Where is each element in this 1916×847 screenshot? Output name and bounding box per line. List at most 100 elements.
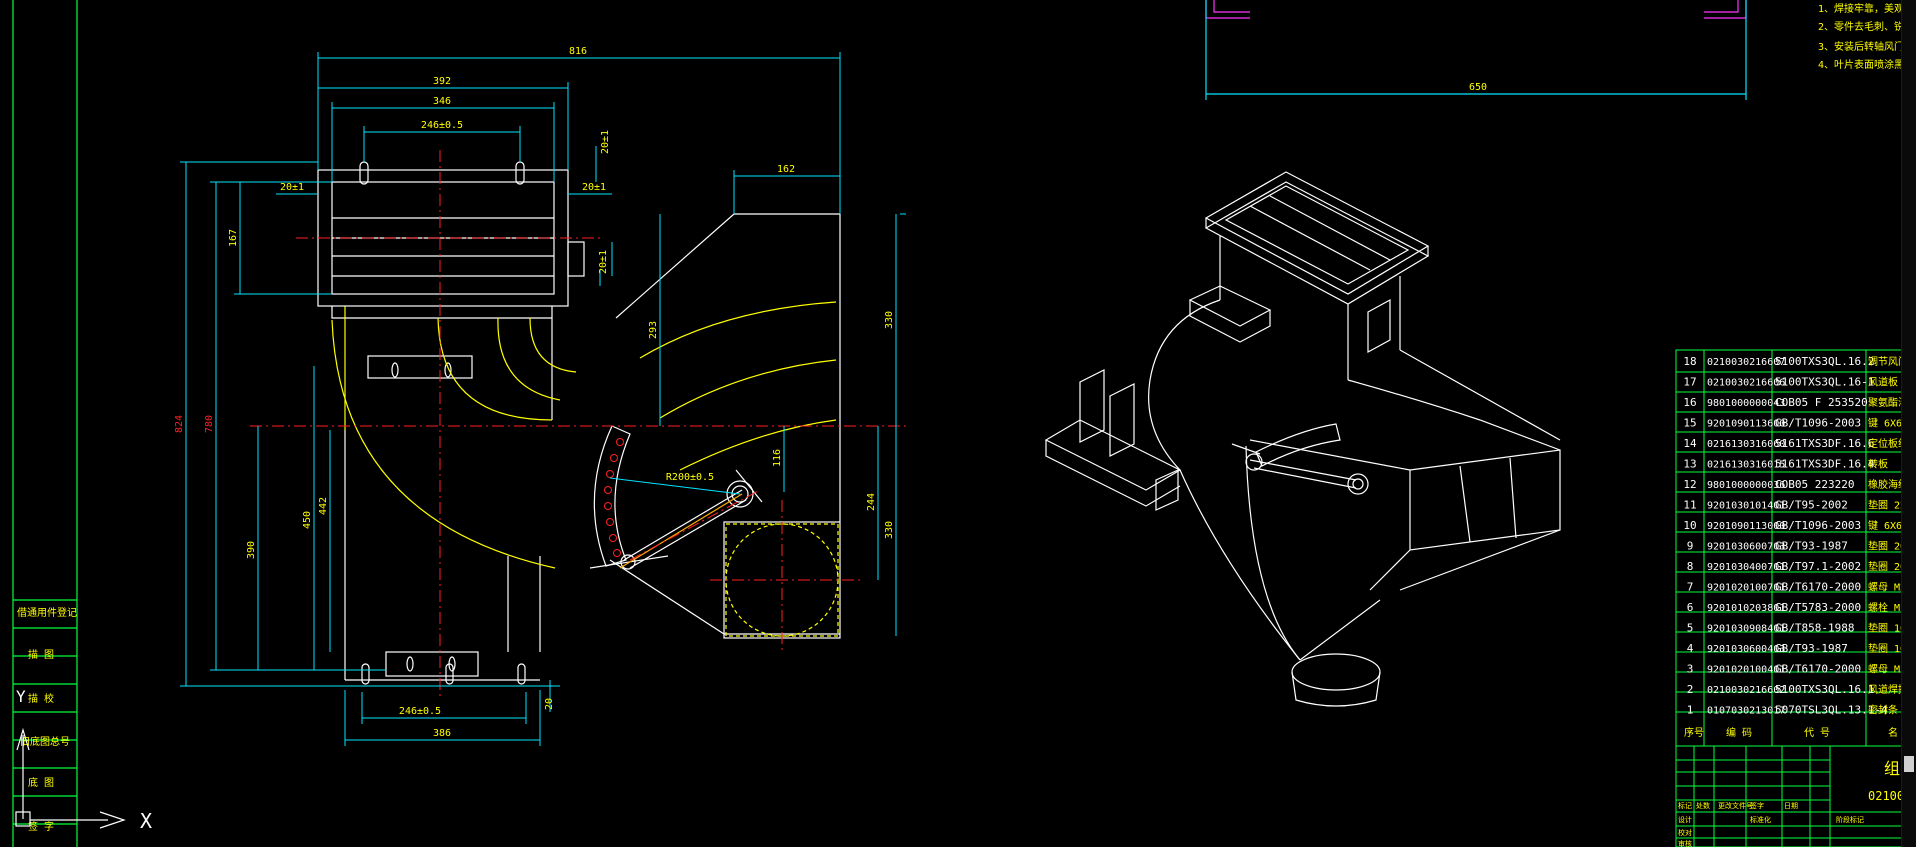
bom-cell-name: 定位板组 xyxy=(1868,437,1908,450)
dim-162: 162 xyxy=(777,164,795,175)
dim-780: 780 xyxy=(204,415,215,433)
vertical-scrollbar[interactable] xyxy=(1901,0,1916,847)
dim-20-vert-mid: 20±1 xyxy=(598,250,609,274)
dim-246-top: 246±0.5 xyxy=(421,120,463,131)
bom-cell-code: 9201030600703 xyxy=(1707,542,1785,553)
bom-cell-spec: GB/T93-1987 xyxy=(1775,540,1848,553)
bom-cell-spec: GB/T6170-2000 xyxy=(1775,663,1861,676)
dim-346: 346 xyxy=(433,96,451,107)
bom-cell-spec: 5100TXS3QL.16.2 xyxy=(1775,355,1874,368)
panel-label-1: 借通用件登记 xyxy=(17,606,77,619)
dim-20-right: 20±1 xyxy=(582,182,606,193)
scrollbar-thumb[interactable] xyxy=(1904,756,1914,772)
bom-cell-name: 垫圈 20 xyxy=(1868,540,1906,553)
tb-f1: 标记 xyxy=(1678,801,1692,810)
bom-cell-code: 9201030600403 xyxy=(1707,644,1785,655)
bom-cell-code: 9201090113000 xyxy=(1707,521,1785,532)
top-partial-view xyxy=(1205,0,1747,100)
bom-cell-name: 垫圈 20 xyxy=(1868,560,1906,573)
tb-f6: 设计 xyxy=(1678,815,1692,824)
bom-cell-no: 7 xyxy=(1687,581,1694,594)
bom-cell-no: 11 xyxy=(1683,499,1696,512)
bom-cell-spec: GB/T858-1988 xyxy=(1775,622,1854,635)
dim-20-vert-top: 20±1 xyxy=(600,130,611,154)
bom-header-no: 序号 xyxy=(1684,726,1704,739)
bom-cell-code: 0210030216602 xyxy=(1707,685,1785,696)
dim-330-upper: 330 xyxy=(884,311,895,329)
ucs-x-label: X xyxy=(140,809,152,833)
bom-cell-name: 调节风门 xyxy=(1868,355,1908,368)
panel-label-5: 底 图 xyxy=(28,776,54,789)
bom-cell-spec: GB/T1096-2003 xyxy=(1775,417,1861,430)
ucs-axis-icon xyxy=(15,727,126,829)
main-view-outline xyxy=(317,161,841,685)
tb-f10: 校对 xyxy=(1678,828,1692,837)
bom-cell-spec: GB/T6170-2000 xyxy=(1775,581,1861,594)
bom-cell-spec: GB/T93-1987 xyxy=(1775,642,1848,655)
bom-cell-no: 16 xyxy=(1683,396,1696,409)
center-lines xyxy=(250,150,910,696)
bom-cell-spec: COB05 223220 xyxy=(1775,478,1854,491)
bom-cell-spec: 5070TSL3QL.13.1-4 xyxy=(1775,704,1888,717)
dim-116: 116 xyxy=(772,449,783,467)
dim-20-left: 20±1 xyxy=(280,182,304,193)
tb-f7: 标准化 xyxy=(1750,815,1771,824)
tb-f4: 签字 xyxy=(1750,801,1764,810)
bom-cell-name: 垫圈 10 xyxy=(1868,642,1906,655)
ucs-y-label: Y xyxy=(16,687,26,706)
note-2: 2、零件去毛刺、锐角，未 xyxy=(1818,20,1916,33)
bom-cell-spec: GB/T5783-2000 xyxy=(1775,601,1861,614)
bom-cell-no: 4 xyxy=(1687,642,1694,655)
bom-cell-code: 9801000000036 xyxy=(1707,480,1785,491)
duct-curves xyxy=(331,301,839,637)
note-3: 3、安装后转轴风门运转灵 xyxy=(1818,40,1916,53)
bom-cell-name: 键 6X6X xyxy=(1868,417,1908,430)
bom-cell-code: 0216130316015 xyxy=(1707,460,1785,471)
dim-r200: R200±0.5 xyxy=(666,472,714,483)
tb-f2: 处数 xyxy=(1696,801,1710,810)
bom-cell-no: 15 xyxy=(1683,417,1696,430)
panel-label-2: 描 图 xyxy=(28,648,54,661)
bom-header-name: 名 xyxy=(1888,726,1898,739)
bom-cell-spec: COB05 F 253520 xyxy=(1775,396,1868,409)
dim-442: 442 xyxy=(318,497,329,515)
bom-cell-no: 9 xyxy=(1687,540,1694,553)
bom-cell-name: 密封条 xyxy=(1868,704,1898,717)
tb-f8: 阶段标记 xyxy=(1836,815,1864,824)
panel-label-6: 签 字 xyxy=(28,820,54,833)
bom-cell-no: 18 xyxy=(1683,355,1696,368)
bom-cell-code: 0210030216606 xyxy=(1707,378,1785,389)
dim-330-lower: 330 xyxy=(884,521,895,539)
bom-cell-spec: 5161TXS3DF.16.4 xyxy=(1775,458,1875,471)
tb-f3: 更改文件号 xyxy=(1718,801,1753,810)
dim-650: 650 xyxy=(1469,82,1487,93)
bom-cell-code: 9801000000043 xyxy=(1707,398,1785,409)
bom-cell-no: 1 xyxy=(1687,704,1694,717)
bom-cell-code: 9201020100401 xyxy=(1707,665,1785,676)
dimension-lines xyxy=(180,52,906,746)
bom-cell-name: 聚氨酯海 xyxy=(1868,396,1908,409)
bom-cell-code: 0216130316060 xyxy=(1707,439,1785,450)
panel-label-4: 旧底图总号 xyxy=(20,735,70,748)
panel-label-3: 描 校 xyxy=(28,692,54,705)
bom-cell-code: 9201030400701 xyxy=(1707,562,1785,573)
bom-cell-name: 风道板 xyxy=(1868,376,1898,389)
bom-cell-code: 9201010203801 xyxy=(1707,603,1785,614)
dim-246-bottom: 246±0.5 xyxy=(399,706,441,717)
dim-167: 167 xyxy=(228,229,239,247)
tb-f5: 日期 xyxy=(1784,802,1798,810)
dim-390: 390 xyxy=(246,541,257,559)
dimension-texts-vertical: 824 780 xyxy=(174,415,215,433)
bom-table-grid xyxy=(1675,349,1916,847)
note-4: 4、叶片表面喷涂黑漆颜 xyxy=(1818,58,1916,71)
dim-816: 816 xyxy=(569,46,587,57)
bom-cell-no: 12 xyxy=(1683,478,1696,491)
bom-cell-no: 13 xyxy=(1683,458,1696,471)
dim-386: 386 xyxy=(433,728,451,739)
left-panel-labels: 借通用件登记 描 图 描 校 旧底图总号 底 图 签 字 xyxy=(17,606,77,833)
dim-293: 293 xyxy=(648,321,659,339)
bom-cell-spec: GB/T1096-2003 xyxy=(1775,519,1861,532)
bom-cell-name: 转板 xyxy=(1868,458,1888,471)
